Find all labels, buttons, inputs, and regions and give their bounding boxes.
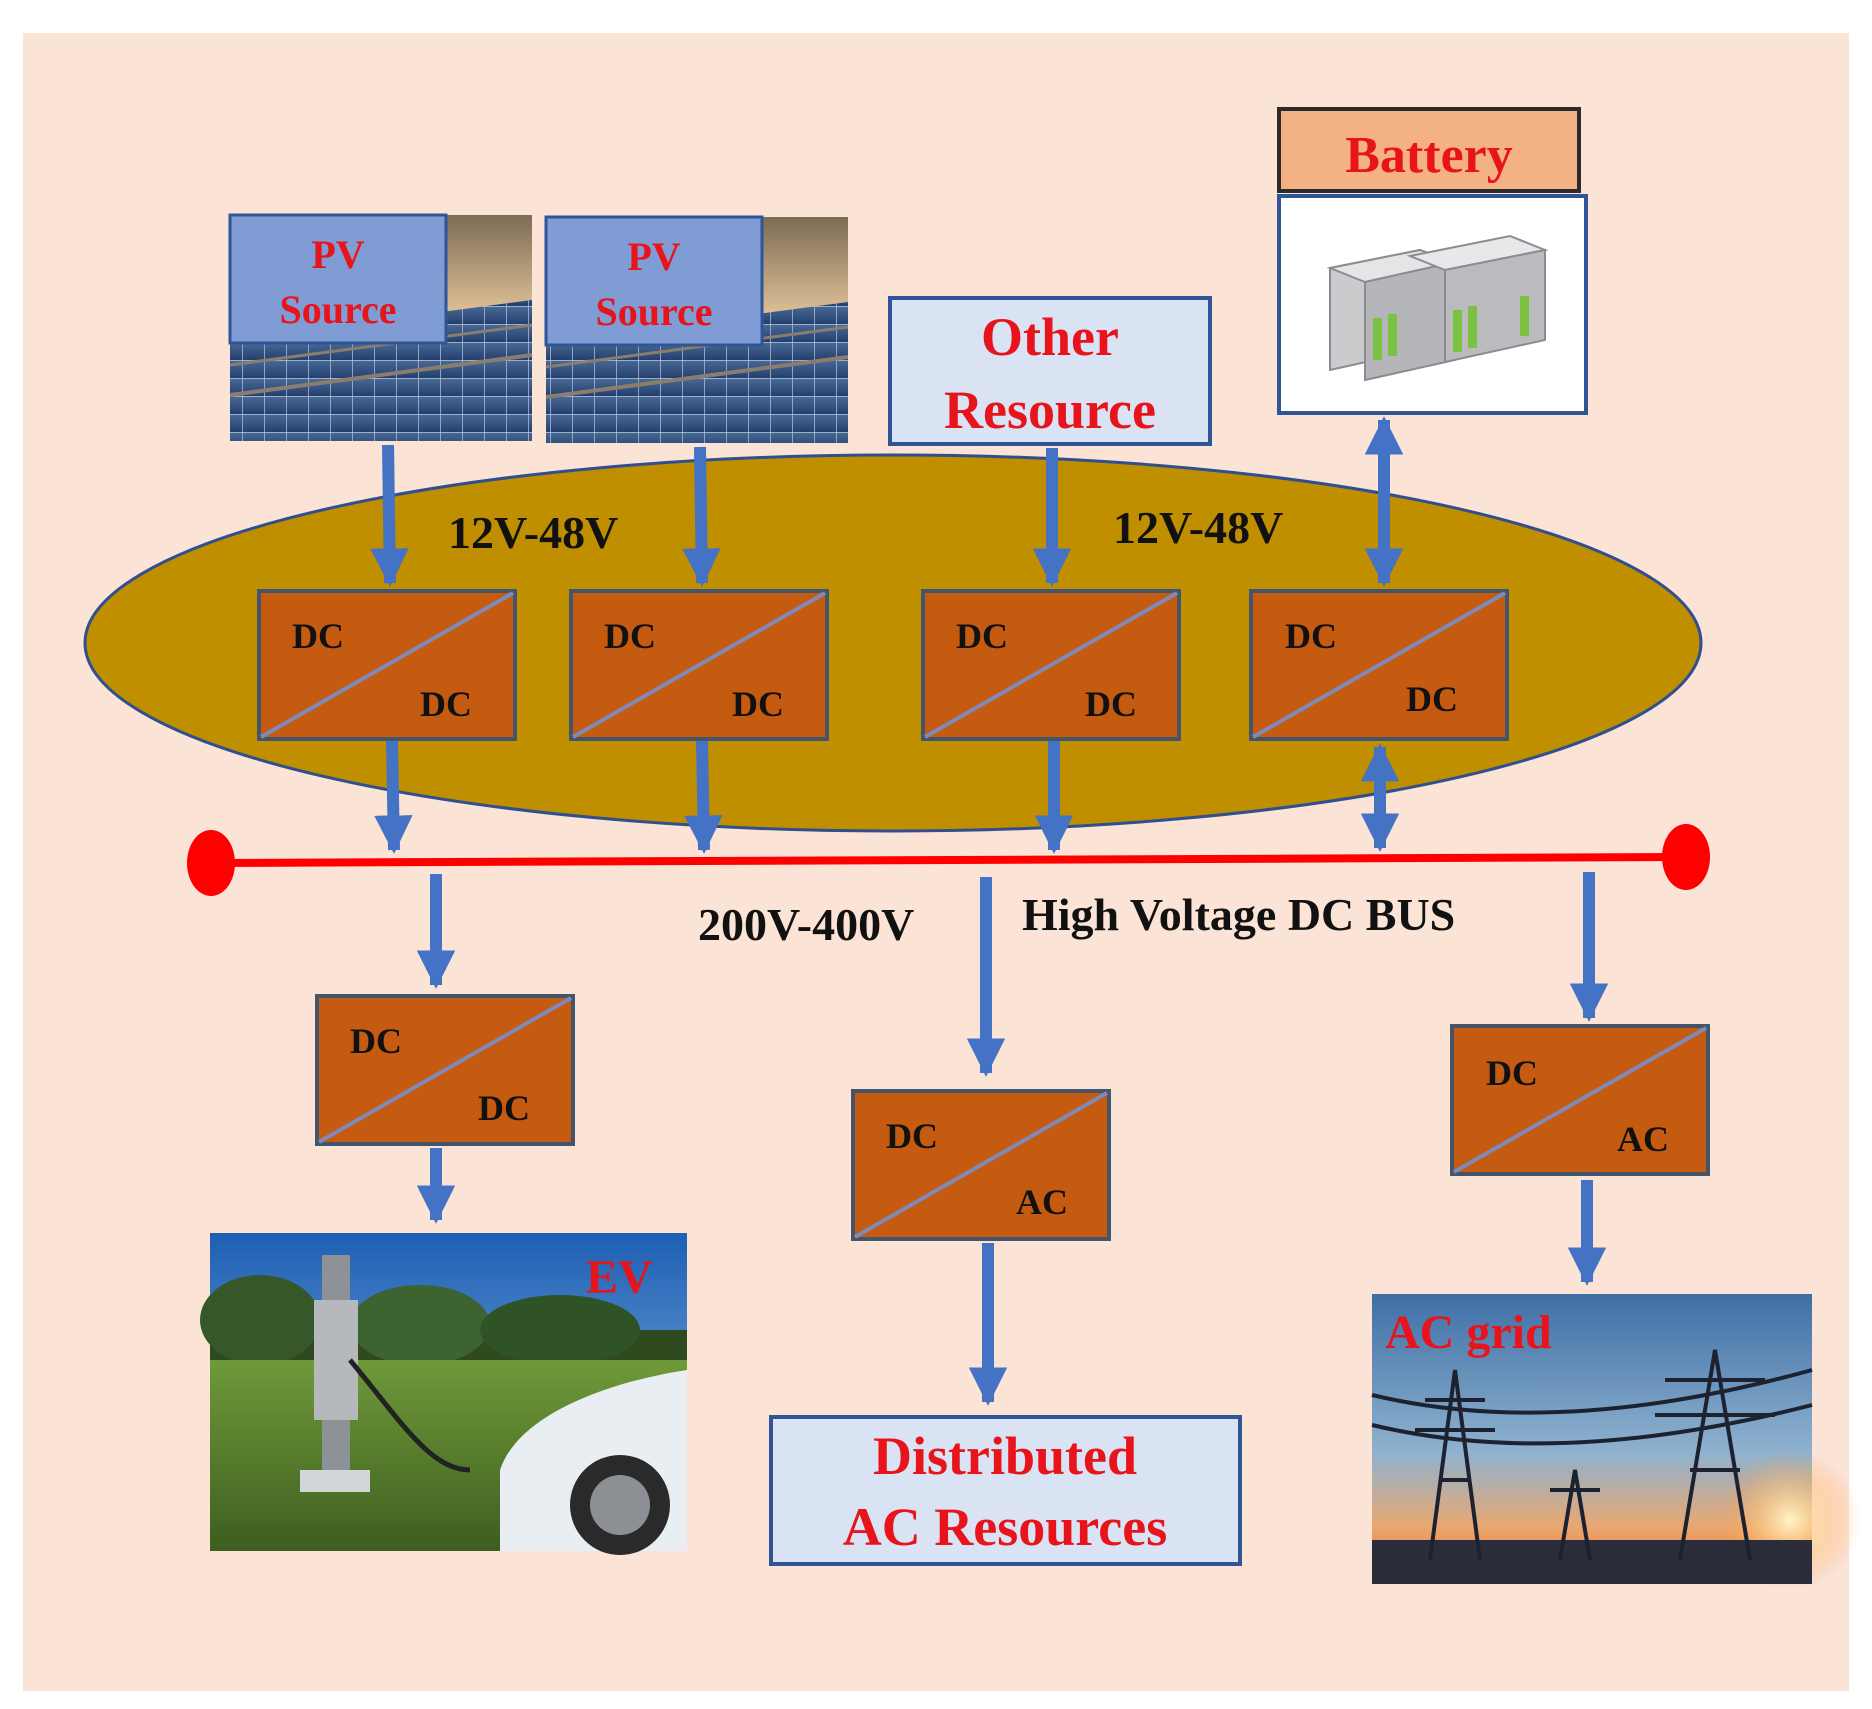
converter-dc-dc-4: DC DC [1249, 589, 1509, 741]
pv-source-2-label-bottom: Source [595, 289, 712, 334]
converter-dc-dc-3: DC DC [921, 589, 1181, 741]
distributed-label-bottom: AC Resources [843, 1497, 1167, 1557]
pv-source-2: PV Source [544, 215, 849, 443]
ev-charging-station-image [200, 1233, 687, 1555]
converter-5-input-label: DC [350, 1021, 402, 1061]
ev-load: EV [200, 1233, 687, 1555]
battery-unit: Battery [1277, 107, 1588, 415]
converter-7-output-label: AC [1617, 1119, 1669, 1159]
converter-1-output-label: DC [420, 684, 472, 724]
converter-dc-ac-distributed: DC AC [851, 1089, 1111, 1241]
battery-header [1277, 107, 1581, 193]
high-voltage-dc-bus [187, 824, 1710, 896]
converter-4-input-label: DC [1285, 616, 1337, 656]
ac-grid-label: AC grid [1385, 1306, 1552, 1359]
converter-dc-dc-ev: DC DC [315, 994, 575, 1146]
bus-terminal-left [187, 830, 235, 896]
converter-dc-dc-2: DC DC [569, 589, 829, 741]
converter-dc-ac-grid: DC AC [1450, 1024, 1710, 1176]
battery-pack-image [1326, 234, 1549, 382]
converter-6-input-label: DC [886, 1116, 938, 1156]
bus-to-load-converter-arrows [416, 872, 1609, 1077]
low-voltage-label-right: 12V-48V [1113, 502, 1283, 553]
ac-grid-load: AC grid [1371, 1294, 1860, 1590]
distributed-ac-resources-box: Distributed AC Resources [769, 1415, 1242, 1566]
battery-label: Battery [1345, 127, 1512, 184]
converter-2-input-label: DC [604, 616, 656, 656]
pv-source-1-label-top: PV [311, 232, 364, 277]
converter-1-input-label: DC [292, 616, 344, 656]
converter-3-output-label: DC [1085, 684, 1137, 724]
converter-2-output-label: DC [732, 684, 784, 724]
bus-label: High Voltage DC BUS [1022, 889, 1455, 940]
pv-source-2-label-top: PV [627, 234, 680, 279]
source-to-converter-arrows [370, 416, 1404, 587]
transmission-tower-image [1371, 1294, 1860, 1590]
converter-7-input-label: DC [1486, 1053, 1538, 1093]
converter-3-input-label: DC [956, 616, 1008, 656]
ev-label: EV [586, 1251, 653, 1304]
converter-dc-dc-1: DC DC [257, 589, 517, 741]
pv-source-1: PV Source [228, 213, 533, 441]
other-resource-label-top: Other [981, 307, 1119, 367]
bus-terminal-right [1662, 824, 1710, 890]
pv-source-1-label-bottom: Source [279, 287, 396, 332]
low-voltage-label-left: 12V-48V [448, 507, 618, 558]
other-resource-box: Other Resource [888, 296, 1212, 446]
converter-to-load-arrows [416, 1148, 1607, 1406]
converter-to-bus-arrows [374, 740, 1400, 854]
converter-6-output-label: AC [1016, 1182, 1068, 1222]
converter-5-output-label: DC [478, 1088, 530, 1128]
distributed-label-top: Distributed [873, 1426, 1137, 1486]
high-voltage-label: 200V-400V [698, 899, 914, 950]
other-resource-label-bottom: Resource [944, 380, 1156, 440]
converter-4-output-label: DC [1406, 679, 1458, 719]
